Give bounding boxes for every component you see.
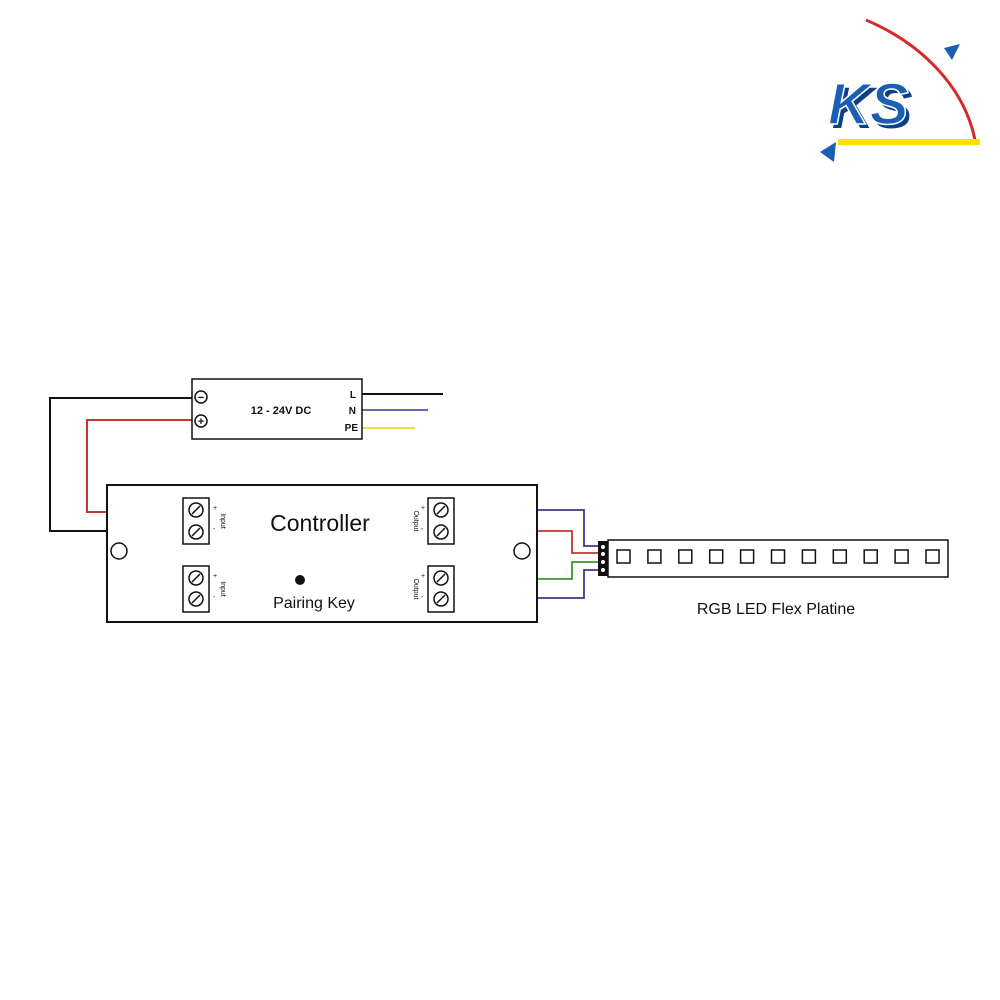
svg-text:+: + xyxy=(213,573,217,580)
led-chip xyxy=(770,549,786,564)
pairing-key-button xyxy=(295,575,305,585)
power-supply-box xyxy=(191,378,363,440)
ks-logo: KS KS xyxy=(820,18,980,162)
input-label-2: Input xyxy=(219,581,226,597)
pairing-key-label: Pairing Key xyxy=(273,595,355,612)
svg-text:-: - xyxy=(421,594,424,601)
psu-voltage-label: 12 - 24V DC xyxy=(251,405,312,417)
led-strip-connector xyxy=(598,541,608,576)
led-chip xyxy=(708,549,724,564)
led-chip xyxy=(647,549,662,564)
logo-triangle-bottom xyxy=(820,142,836,162)
logo-triangle-top xyxy=(944,44,960,60)
psu-plus-sign: + xyxy=(198,416,204,428)
led-chips xyxy=(616,549,940,564)
led-chip xyxy=(894,549,909,564)
controller-box xyxy=(106,484,538,623)
svg-text:+: + xyxy=(213,505,217,512)
svg-text:+: + xyxy=(421,573,425,580)
mount-hole-left xyxy=(110,542,128,560)
logo-text-shadow: KS xyxy=(832,76,913,141)
mount-hole-right xyxy=(513,542,531,560)
led-chip xyxy=(801,549,817,564)
controller: Controller Pairing Key + - Input + - Inp… xyxy=(106,484,538,623)
psu-label-pe: PE xyxy=(345,423,359,434)
output-terminal-2: + - Output xyxy=(412,565,455,613)
led-chip xyxy=(863,549,878,564)
led-chip xyxy=(678,549,693,564)
svg-text:+: + xyxy=(421,505,425,512)
input-terminal-1: + - Input xyxy=(182,497,226,545)
led-strip-label: RGB LED Flex Platine xyxy=(697,601,855,618)
power-supply: − + 12 - 24V DC L N PE xyxy=(191,378,363,440)
output-terminal-1: + - Output xyxy=(412,497,455,545)
led-chip xyxy=(832,549,848,564)
psu-minus-sign: − xyxy=(198,392,204,404)
svg-text:-: - xyxy=(421,526,424,533)
led-strip: RGB LED Flex Platine xyxy=(598,539,949,618)
logo-arc xyxy=(865,18,977,141)
svg-text:-: - xyxy=(213,526,216,533)
psu-minus-terminal xyxy=(194,390,208,404)
led-chip xyxy=(616,549,631,564)
led-chip xyxy=(925,549,940,564)
svg-text:-: - xyxy=(213,594,216,601)
output-label-1: Output xyxy=(412,510,419,531)
input-terminal-2: + - Input xyxy=(182,565,226,613)
controller-title: Controller xyxy=(270,510,370,536)
output-label-2: Output xyxy=(412,578,419,599)
logo-text: KS xyxy=(828,72,909,137)
logo-yellow-bar xyxy=(838,139,980,145)
psu-plus-terminal xyxy=(194,414,208,428)
psu-label-n: N xyxy=(349,406,356,417)
led-chip xyxy=(739,549,755,564)
input-label-1: Input xyxy=(219,513,226,529)
psu-label-l: L xyxy=(350,390,356,401)
